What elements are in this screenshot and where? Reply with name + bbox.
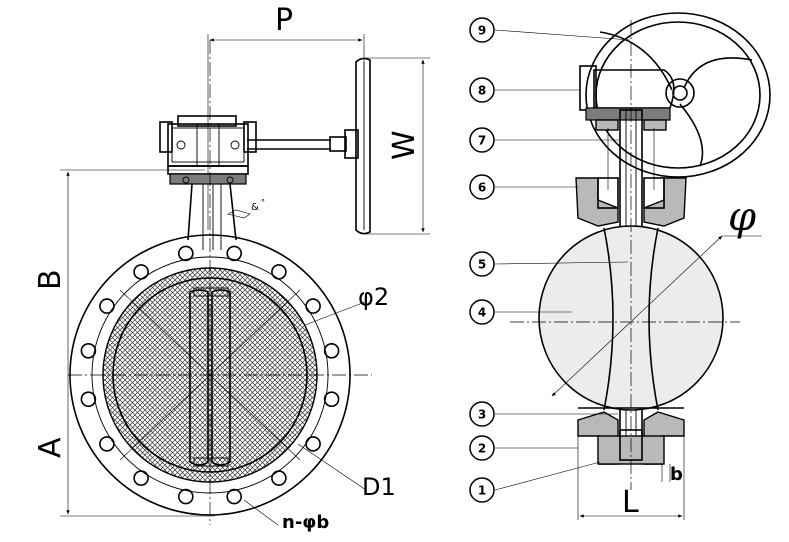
balloon-circle (469, 127, 495, 153)
balloon-circle (469, 17, 495, 43)
handwheel-top (585, 12, 771, 178)
front-view: & ° (33, 3, 430, 533)
handwheel-shaft (247, 139, 331, 150)
balloon-label: 9 (478, 24, 486, 38)
bolt-hole (226, 488, 242, 505)
label-l: L (622, 485, 639, 520)
label-p: P (275, 3, 293, 38)
balloon-label: 2 (478, 442, 486, 456)
label-b-small: b (670, 464, 683, 485)
gearbox-top (579, 65, 675, 131)
front-centerlines (68, 40, 372, 525)
side-view: L b φ 1 2 3 4 5 6 7 8 9 (469, 12, 771, 520)
balloon-circle (469, 435, 495, 461)
bolt-hole (178, 488, 194, 505)
balloon-label: 4 (478, 306, 486, 320)
label-a: A (33, 437, 68, 458)
balloon-circle (469, 299, 495, 325)
balloon-leader (494, 461, 601, 491)
balloon-label: 3 (478, 408, 486, 422)
bolt-hole (323, 342, 340, 359)
bolt-hole (80, 391, 97, 408)
bolt-hole (323, 391, 340, 408)
bolt-hole (133, 264, 149, 280)
gearbox (159, 115, 257, 185)
balloon-label: 1 (478, 484, 486, 498)
bolt-hole (305, 436, 321, 452)
svg-text:&: & (251, 202, 259, 213)
balloon-circle (469, 477, 495, 503)
bolt-hole (178, 245, 194, 262)
bolt-hole (271, 264, 287, 280)
dimension-a (60, 370, 215, 517)
bolt-hole (133, 470, 149, 486)
balloon-label: 6 (478, 181, 486, 195)
dimension-b (60, 169, 205, 370)
bolt-hole (80, 342, 97, 359)
label-phi: φ (728, 194, 756, 240)
valve-ball (510, 225, 740, 411)
dimension-phi (551, 235, 762, 397)
bolt-hole (305, 298, 321, 314)
bolt-holes (80, 245, 340, 505)
label-d1: D1 (362, 473, 396, 501)
svg-text:°: ° (261, 198, 265, 207)
front-leaders (243, 301, 367, 526)
balloon-circle (469, 77, 495, 103)
dimension-l (577, 436, 685, 520)
bolt-hole (271, 470, 287, 486)
handwheel-side (329, 57, 371, 235)
upper-body (575, 177, 687, 227)
bolt-hole (99, 436, 115, 452)
valve-neck: & ° (187, 183, 265, 250)
balloon-circle (469, 401, 495, 427)
balloon-circle (469, 251, 495, 277)
balloon-label: 8 (478, 84, 486, 98)
label-phi2: φ2 (358, 283, 389, 311)
balloon-label: 5 (478, 258, 486, 272)
dimension-b-small (661, 464, 671, 482)
bolt-hole (226, 245, 242, 262)
valve-disc (189, 287, 231, 467)
balloon-leader (494, 29, 631, 41)
balloon-label: 7 (478, 134, 486, 148)
balloon-leader (494, 261, 629, 265)
label-b: B (33, 269, 68, 290)
label-n-phi-b: n-φb (282, 512, 329, 533)
balloon-circle (469, 174, 495, 200)
bolt-hole (99, 298, 115, 314)
part-balloons: 1 2 3 4 5 6 7 8 9 (469, 17, 631, 503)
dimension-w (364, 57, 430, 235)
label-w: W (387, 130, 422, 160)
